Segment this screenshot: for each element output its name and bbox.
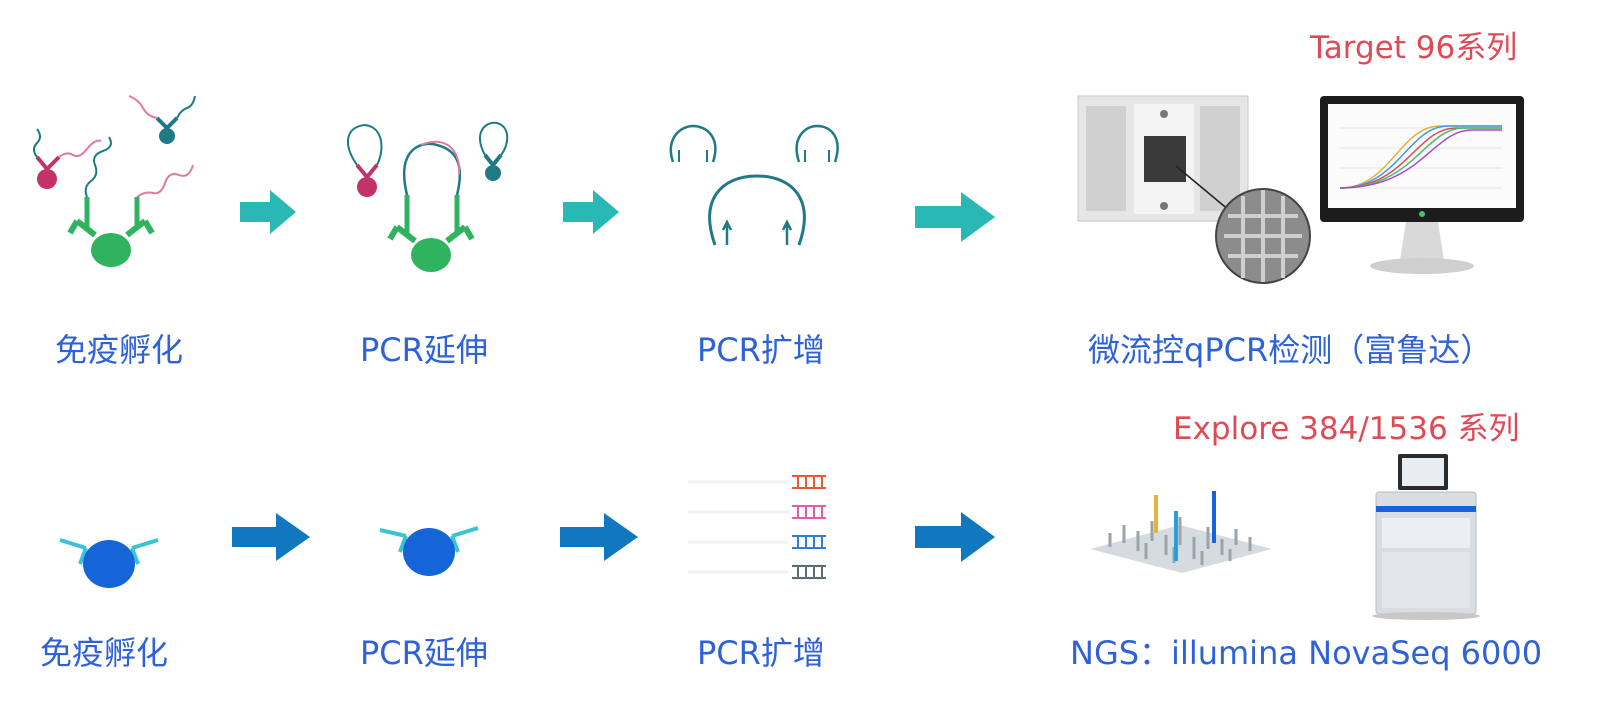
row2-arrow-2 (560, 513, 638, 561)
pcr-amplification-icon-2 (688, 475, 826, 579)
immune-incubation-icon (33, 95, 196, 267)
row2-step-4-label: NGS：illumina NovaSeq 6000 (1070, 634, 1543, 672)
row2-step-1-label: 免疫孵化 (40, 634, 169, 672)
row1-step-2-label: PCR延伸 (360, 331, 488, 369)
row1-arrow-2 (563, 190, 619, 234)
row2-step-2-label: PCR延伸 (360, 634, 488, 672)
immune-incubation-icon-2 (59, 538, 159, 588)
row2-series-title: Explore 384/1536 系列 (1173, 411, 1520, 447)
novaseq-sequencer-icon (1372, 454, 1480, 620)
row1-series-title: Target 96系列 (1310, 30, 1518, 66)
row2-arrow-1 (232, 513, 310, 561)
pcr-amplification-icon (669, 124, 839, 246)
pcr-extension-icon-2 (379, 526, 479, 576)
qpcr-monitor-icon (1320, 96, 1524, 274)
microfluidic-chip-icon (1077, 95, 1311, 284)
row2-arrow-3 (915, 512, 995, 562)
row1-step-4-label: 微流控qPCR检测（富鲁达） (1088, 331, 1493, 369)
row1-arrow-3 (915, 192, 995, 242)
pcr-extension-icon (347, 121, 509, 272)
row1-step-3-label: PCR扩增 (697, 331, 825, 369)
row1-step-1-label: 免疫孵化 (55, 331, 184, 369)
ngs-peaks-icon (1090, 491, 1272, 573)
row2-step-3-label: PCR扩增 (697, 634, 825, 672)
row1-arrow-1 (240, 190, 296, 234)
